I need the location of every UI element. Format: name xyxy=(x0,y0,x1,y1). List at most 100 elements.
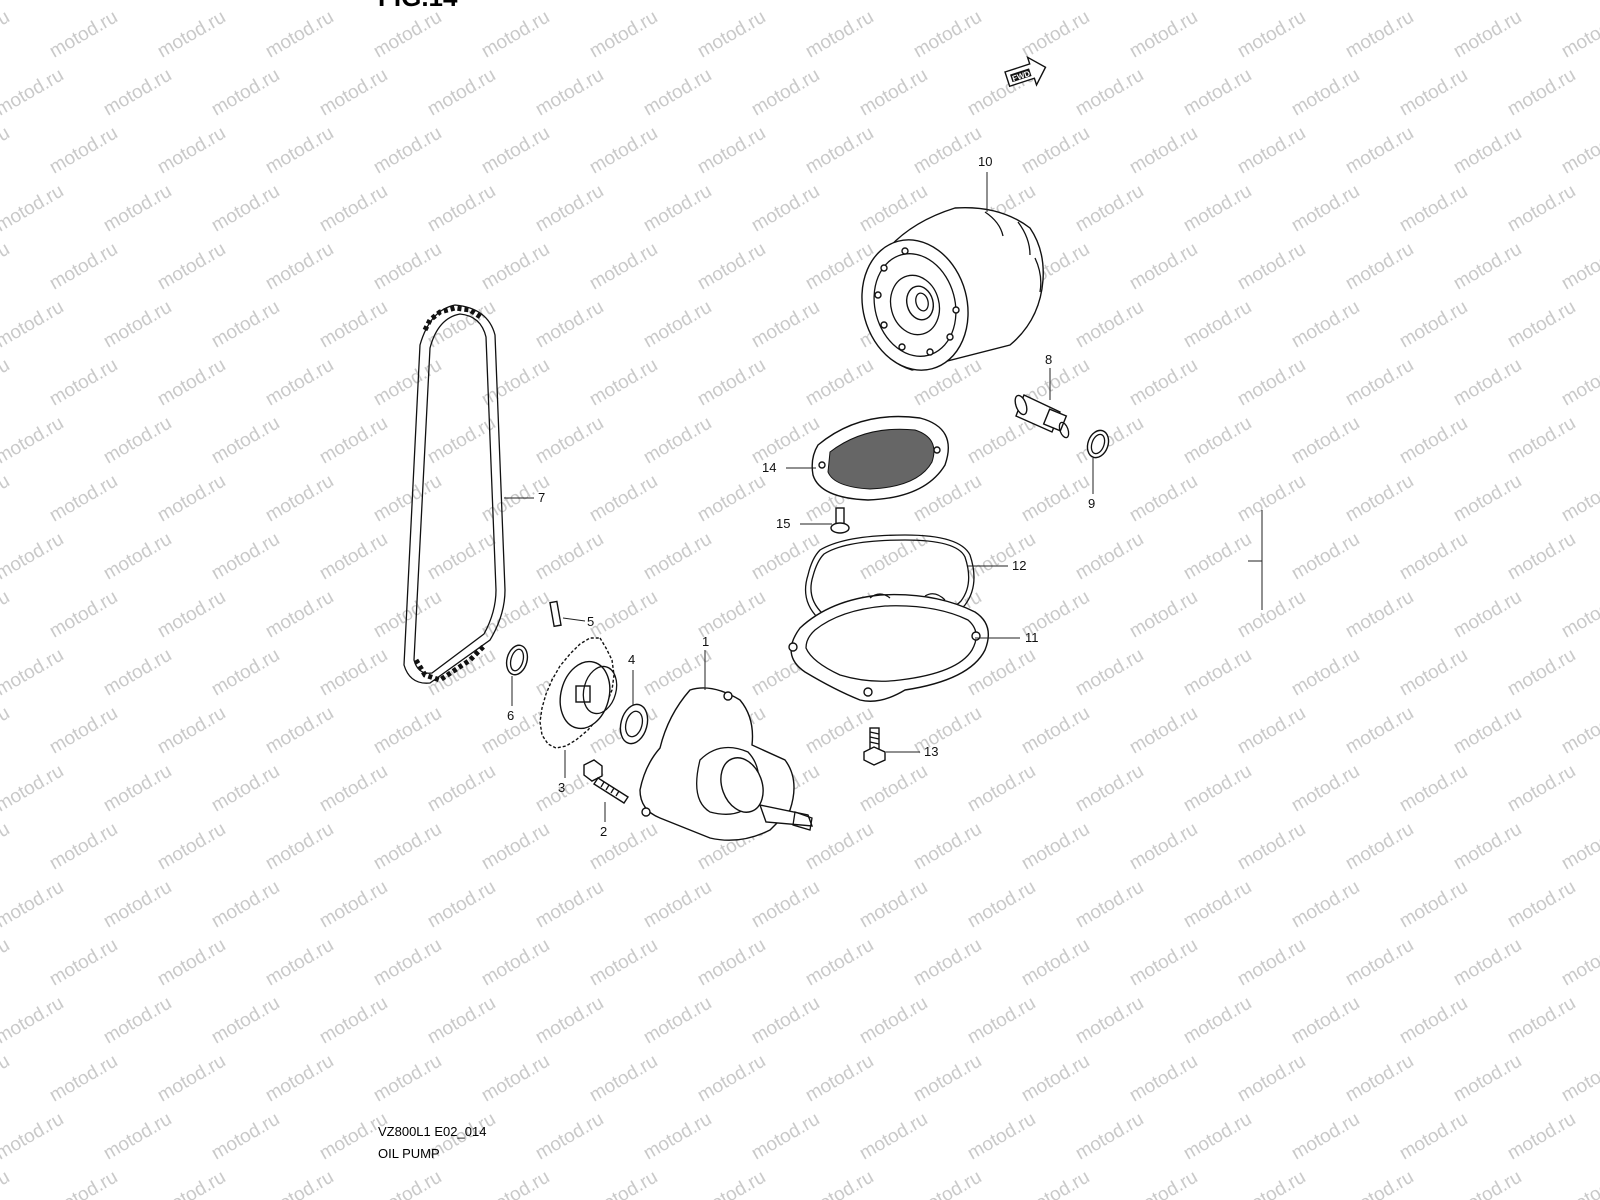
watermark-text: motod.ru xyxy=(1072,297,1147,353)
watermark-text: motod.ru xyxy=(100,645,175,701)
watermark-text: motod.ru xyxy=(586,7,661,63)
watermark-text: motod.ru xyxy=(154,1051,229,1107)
watermark-text: motod.ru xyxy=(0,1109,67,1165)
watermark-text: motod.ru xyxy=(46,471,121,527)
watermark-text: motod.ru xyxy=(1450,471,1525,527)
watermark-text: motod.ru xyxy=(1288,1109,1363,1165)
watermark-text: motod.ru xyxy=(910,123,985,179)
watermark-text: motod.ru xyxy=(1558,703,1600,759)
watermark-text: motod.ru xyxy=(1558,935,1600,991)
watermark-text: motod.ru xyxy=(208,297,283,353)
watermark-text: motod.ru xyxy=(1180,413,1255,469)
watermark-text: motod.ru xyxy=(100,181,175,237)
watermark-text: motod.ru xyxy=(0,587,13,643)
watermark-text: motod.ru xyxy=(154,819,229,875)
watermark-text: motod.ru xyxy=(1126,587,1201,643)
watermark-text: motod.ru xyxy=(154,703,229,759)
part-sprocket xyxy=(539,637,618,749)
watermark-text: motod.ru xyxy=(100,877,175,933)
watermark-text: motod.ru xyxy=(1126,935,1201,991)
watermark-text: motod.ru xyxy=(640,297,715,353)
watermark-text: motod.ru xyxy=(154,471,229,527)
watermark-text: motod.ru xyxy=(0,1167,13,1200)
watermark-text: motod.ru xyxy=(532,413,607,469)
watermark-text: motod.ru xyxy=(424,297,499,353)
callout-9: 9 xyxy=(1088,496,1095,511)
watermark-text: motod.ru xyxy=(1288,181,1363,237)
watermark-text: motod.ru xyxy=(208,761,283,817)
watermark-text: motod.ru xyxy=(1288,0,1363,4)
callout-14: 14 xyxy=(762,460,776,475)
watermark-text: motod.ru xyxy=(1072,761,1147,817)
watermark-text: motod.ru xyxy=(424,413,499,469)
watermark-text: motod.ru xyxy=(1072,1109,1147,1165)
watermark-text: motod.ru xyxy=(370,819,445,875)
watermark-text: motod.ru xyxy=(1504,529,1579,585)
watermark-text: motod.ru xyxy=(1126,703,1201,759)
watermark-text: motod.ru xyxy=(1450,239,1525,295)
part-o-ring xyxy=(1086,429,1110,459)
watermark-text: motod.ru xyxy=(0,65,67,121)
watermark-text: motod.ru xyxy=(478,587,553,643)
watermark-text: motod.ru xyxy=(0,993,67,1049)
watermark-text: motod.ru xyxy=(640,0,715,4)
watermark-text: motod.ru xyxy=(1126,1051,1201,1107)
watermark-text: motod.ru xyxy=(1018,1167,1093,1200)
watermark-text: motod.ru xyxy=(802,355,877,411)
watermark-text: motod.ru xyxy=(694,1167,769,1200)
watermark-text: motod.ru xyxy=(370,123,445,179)
watermark-text: motod.ru xyxy=(640,413,715,469)
watermark-text: motod.ru xyxy=(1018,703,1093,759)
watermark-text: motod.ru xyxy=(1504,1109,1579,1165)
watermark-text: motod.ru xyxy=(1126,1167,1201,1200)
watermark-text: motod.ru xyxy=(748,297,823,353)
watermark-text: motod.ru xyxy=(0,297,67,353)
watermark-text: motod.ru xyxy=(1018,471,1093,527)
watermark-text: motod.ru xyxy=(964,761,1039,817)
watermark-text: motod.ru xyxy=(856,65,931,121)
watermark-text: motod.ru xyxy=(748,65,823,121)
watermark-text: motod.ru xyxy=(1234,703,1309,759)
watermark-text: motod.ru xyxy=(1180,181,1255,237)
callout-2: 2 xyxy=(600,824,607,839)
callout-12: 12 xyxy=(1012,558,1026,573)
watermark-text: motod.ru xyxy=(1180,65,1255,121)
part-chain xyxy=(403,304,506,684)
watermark-text: motod.ru xyxy=(1072,529,1147,585)
watermark-text: motod.ru xyxy=(1450,587,1525,643)
watermark-text: motod.ru xyxy=(1126,471,1201,527)
watermark-text: motod.ru xyxy=(1504,993,1579,1049)
watermark-text: motod.ru xyxy=(1396,877,1471,933)
part-pin xyxy=(549,600,562,628)
watermark-text: motod.ru xyxy=(316,761,391,817)
watermark-text: motod.ru xyxy=(1018,7,1093,63)
watermark-text: motod.ru xyxy=(46,1051,121,1107)
watermark-text: motod.ru xyxy=(100,993,175,1049)
watermark-text: motod.ru xyxy=(1396,1109,1471,1165)
watermark-text: motod.ru xyxy=(0,703,13,759)
watermark-text: motod.ru xyxy=(1180,297,1255,353)
watermark-text: motod.ru xyxy=(154,123,229,179)
watermark-text: motod.ru xyxy=(748,1109,823,1165)
watermark-text: motod.ru xyxy=(262,471,337,527)
watermark-text: motod.ru xyxy=(316,65,391,121)
watermark-text: motod.ru xyxy=(586,587,661,643)
watermark-text: motod.ru xyxy=(1180,645,1255,701)
callout-15: 15 xyxy=(776,516,790,531)
part-washer xyxy=(619,703,649,745)
watermark-text: motod.ru xyxy=(964,877,1039,933)
watermark-text: motod.ru xyxy=(0,0,67,4)
watermark-text: motod.ru xyxy=(856,877,931,933)
watermark-text: motod.ru xyxy=(1072,645,1147,701)
watermark-text: motod.ru xyxy=(910,935,985,991)
part-screw-15 xyxy=(830,507,850,534)
watermark-text: motod.ru xyxy=(0,123,13,179)
watermark-text: motod.ru xyxy=(424,877,499,933)
watermark-text: motod.ru xyxy=(0,239,13,295)
watermark-text: motod.ru xyxy=(316,529,391,585)
watermark-text: motod.ru xyxy=(1396,413,1471,469)
watermark-text: motod.ru xyxy=(208,529,283,585)
watermark-text: motod.ru xyxy=(0,7,13,63)
watermark-text: motod.ru xyxy=(1234,355,1309,411)
watermark-text: motod.ru xyxy=(640,181,715,237)
